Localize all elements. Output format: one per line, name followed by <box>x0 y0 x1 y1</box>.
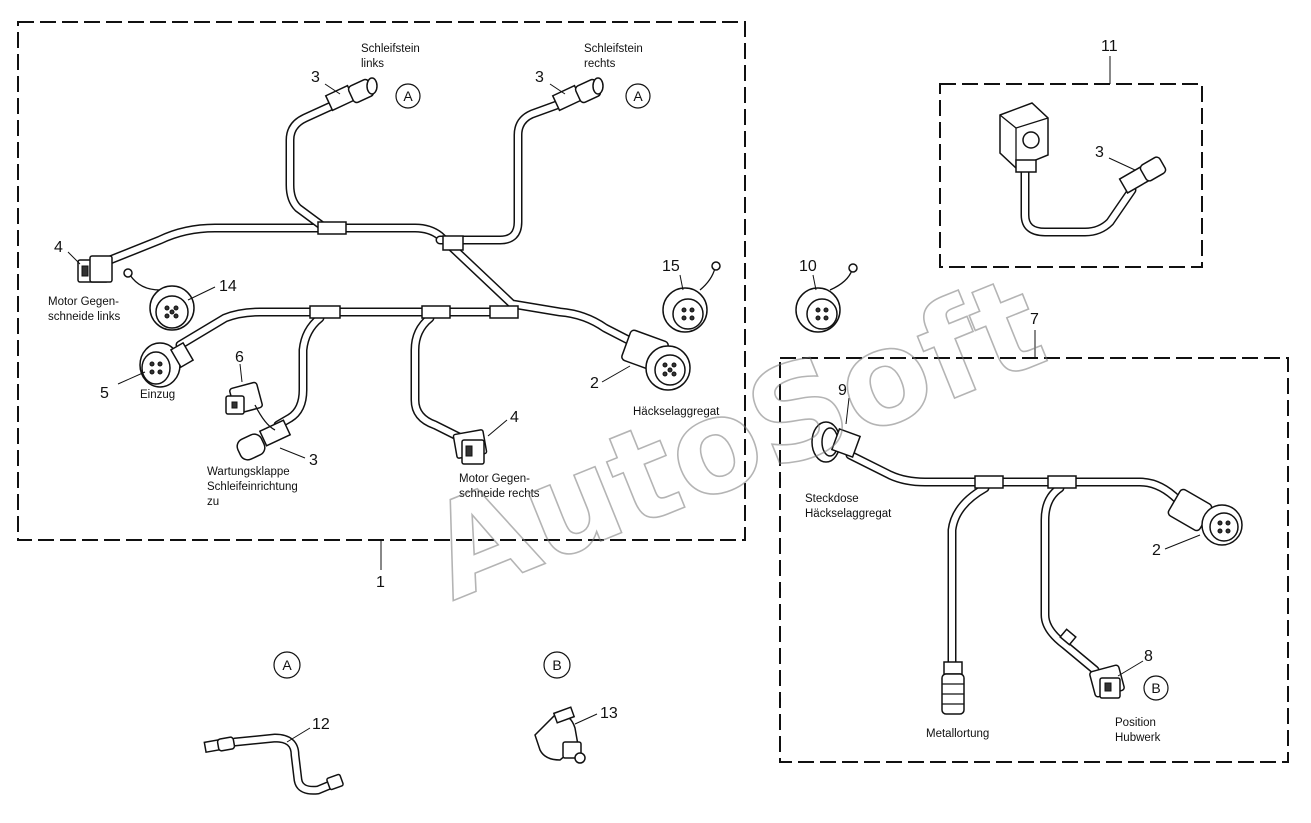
label-motor-rechts-1: Motor Gegen- <box>459 473 530 485</box>
marker-a-1: A <box>403 88 413 104</box>
label-position-1: Position <box>1115 717 1156 729</box>
callout-10: 10 <box>799 258 817 275</box>
label-haeckselaggregat: Häckselaggregat <box>633 406 720 418</box>
leader-lines <box>67 83 1201 743</box>
label-schleifstein-rechts-2: rechts <box>584 58 616 70</box>
label-einzug: Einzug <box>140 389 175 401</box>
callout-4-left: 4 <box>54 239 63 256</box>
callout-4-right: 4 <box>510 409 519 426</box>
marker-b-detail: B <box>552 657 561 673</box>
callout-13: 13 <box>600 705 618 722</box>
callout-3-schleifstein-rechts: 3 <box>535 69 544 86</box>
group-number-front: 7 <box>1030 311 1039 328</box>
callout-3-wartung: 3 <box>309 452 318 469</box>
marker-a-detail: A <box>282 657 292 673</box>
connector-wartungsklappe <box>225 381 292 461</box>
connector-schleifstein-rechts <box>551 77 604 112</box>
label-steckdose-1: Steckdose <box>805 493 859 505</box>
round-cap-14 <box>123 268 195 331</box>
detail-part-12 <box>203 733 344 795</box>
label-position-2: Hubwerk <box>1115 732 1161 744</box>
connector-einzug <box>139 341 195 388</box>
callout-2-main: 2 <box>590 375 599 392</box>
callout-12: 12 <box>312 716 330 733</box>
group-number-main: 1 <box>376 574 385 591</box>
label-metallortung: Metallortung <box>926 728 989 740</box>
adapter-part-11 <box>999 102 1167 237</box>
callout-6: 6 <box>235 349 244 366</box>
label-wartung-3: zu <box>207 496 219 508</box>
connector-haeckselaggregat <box>621 329 691 391</box>
connector-2-front <box>1167 488 1243 546</box>
connector-motor-gegenschneide-rechts <box>452 429 488 465</box>
main-harness-wires <box>100 97 645 445</box>
callout-15: 15 <box>662 258 680 275</box>
callout-3-schleifstein-links: 3 <box>311 69 320 86</box>
label-wartung-1: Wartungsklappe <box>207 466 290 478</box>
detail-part-13 <box>534 706 586 764</box>
callout-14: 14 <box>219 278 237 295</box>
round-cap-15 <box>662 261 721 333</box>
callout-8: 8 <box>1144 648 1153 665</box>
label-schleifstein-rechts-1: Schleifstein <box>584 43 643 55</box>
connector-position-hubwerk-8 <box>1089 664 1125 699</box>
round-cap-10 <box>795 263 858 333</box>
adapter-frame <box>939 83 1203 268</box>
label-schleifstein-links-1: Schleifstein <box>361 43 420 55</box>
label-wartung-2: Schleifeinrichtung <box>207 481 298 493</box>
front-harness-frame <box>779 357 1289 763</box>
group-number-adapter: 11 <box>1101 38 1118 55</box>
label-motor-rechts-2: schneide rechts <box>459 488 540 500</box>
marker-b-front: B <box>1151 680 1160 696</box>
sensor-metallortung <box>941 661 965 715</box>
callout-9: 9 <box>838 382 847 399</box>
callout-5: 5 <box>100 385 109 402</box>
label-motor-links-1: Motor Gegen- <box>48 296 119 308</box>
front-harness-wires <box>845 450 1183 675</box>
label-schleifstein-links-2: links <box>361 58 384 70</box>
label-motor-links-2: schneide links <box>48 311 120 323</box>
socket-steckdose-9 <box>811 421 862 463</box>
callout-3-adapter: 3 <box>1095 144 1104 161</box>
connector-motor-gegenschneide-links <box>77 255 113 283</box>
label-steckdose-2: Häckselaggregat <box>805 508 892 520</box>
callout-2-front: 2 <box>1152 542 1161 559</box>
marker-a-2: A <box>633 88 643 104</box>
connector-schleifstein-links <box>324 77 378 112</box>
